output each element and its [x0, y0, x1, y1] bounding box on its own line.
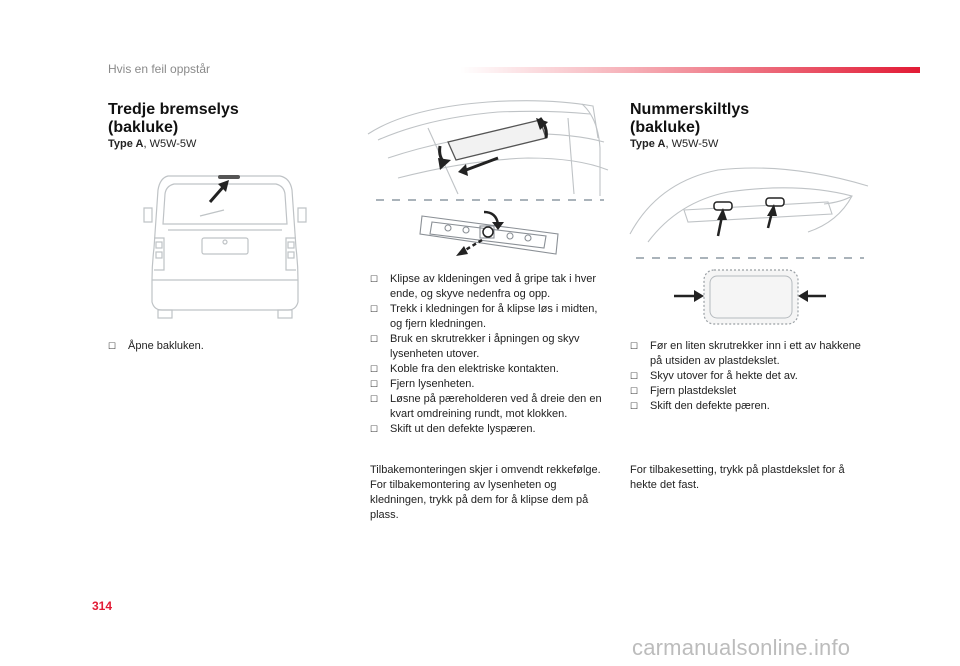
middle-steps-list: ☐Klipse av kldeningen ved å gripe tak i …	[370, 272, 610, 437]
plastic-cover-illustration	[674, 269, 826, 325]
left-steps-list: ☐Åpne bakluken.	[108, 339, 308, 354]
checkbox-bullet-icon: ☐	[370, 364, 379, 374]
left-title-line1: Tredje bremselys	[108, 101, 239, 118]
checkbox-bullet-icon: ☐	[108, 341, 117, 351]
right-type-value: , W5W-5W	[665, 138, 719, 150]
checkbox-bullet-icon: ☐	[630, 371, 639, 381]
left-type-value: , W5W-5W	[143, 138, 197, 150]
list-item: ☐Trekk i kledningen for å klipse løs i m…	[370, 303, 598, 330]
lamp-unit-illustration	[419, 210, 559, 256]
right-note: For tilbakesetting, trykk på plastdeksle…	[630, 464, 845, 491]
page-number: 314	[92, 599, 113, 613]
list-item: ☐Før en liten skrutrekker inn i ett av h…	[630, 340, 861, 367]
right-title-line2: (bakluke)	[630, 119, 701, 136]
checkbox-bullet-icon: ☐	[630, 341, 639, 351]
checkbox-bullet-icon: ☐	[370, 274, 379, 284]
right-title-line1: Nummerskiltlys	[630, 101, 750, 118]
checkbox-bullet-icon: ☐	[370, 304, 379, 314]
third-brake-light-cover-illustration	[367, 100, 609, 196]
right-bulb-type: Type A, W5W-5W	[630, 138, 718, 150]
van-rear-illustration	[143, 175, 307, 319]
list-item: ☐Koble fra den elektriske kontakten.	[370, 363, 559, 375]
list-item: ☐Klipse av kldeningen ved å gripe tak i …	[370, 273, 597, 300]
right-steps-list: ☐Før en liten skrutrekker inn i ett av h…	[630, 339, 874, 414]
list-item: ☐Skyv utover for å hekte det av.	[630, 370, 798, 382]
right-heading: Nummerskiltlys (bakluke)	[630, 101, 749, 137]
checkbox-bullet-icon: ☐	[630, 401, 639, 411]
list-item: ☐Løsne på pæreholderen ved å dreie den e…	[370, 393, 602, 420]
left-bulb-type: Type A, W5W-5W	[108, 138, 196, 150]
list-item: ☐Skift ut den defekte lyspæren.	[370, 423, 536, 435]
list-item: ☐Åpne bakluken.	[108, 340, 204, 352]
checkbox-bullet-icon: ☐	[370, 379, 379, 389]
checkbox-bullet-icon: ☐	[630, 386, 639, 396]
dashed-separator-right	[636, 257, 864, 259]
right-type-label: Type A	[630, 138, 666, 150]
checkbox-bullet-icon: ☐	[370, 394, 379, 404]
header-accent-bar	[460, 67, 920, 73]
list-item: ☐Skift den defekte pæren.	[630, 400, 770, 412]
middle-note: Tilbakemonteringen skjer i omvendt rekke…	[370, 464, 601, 521]
number-plate-light-illustration	[629, 167, 869, 243]
dashed-separator-middle	[376, 199, 604, 201]
checkbox-bullet-icon: ☐	[370, 424, 379, 434]
left-heading: Tredje bremselys (bakluke)	[108, 101, 239, 137]
list-item: ☐Fjern lysenheten.	[370, 378, 475, 390]
list-item: ☐Fjern plastdekslet	[630, 385, 737, 397]
list-item: ☐Bruk en skrutrekker i åpningen og skyv …	[370, 333, 580, 360]
watermark-text: carmanualsonline.info	[632, 635, 851, 660]
left-type-label: Type A	[108, 138, 144, 150]
left-title-line2: (bakluke)	[108, 119, 179, 136]
checkbox-bullet-icon: ☐	[370, 334, 379, 344]
section-title: Hvis en feil oppstår	[108, 62, 211, 76]
